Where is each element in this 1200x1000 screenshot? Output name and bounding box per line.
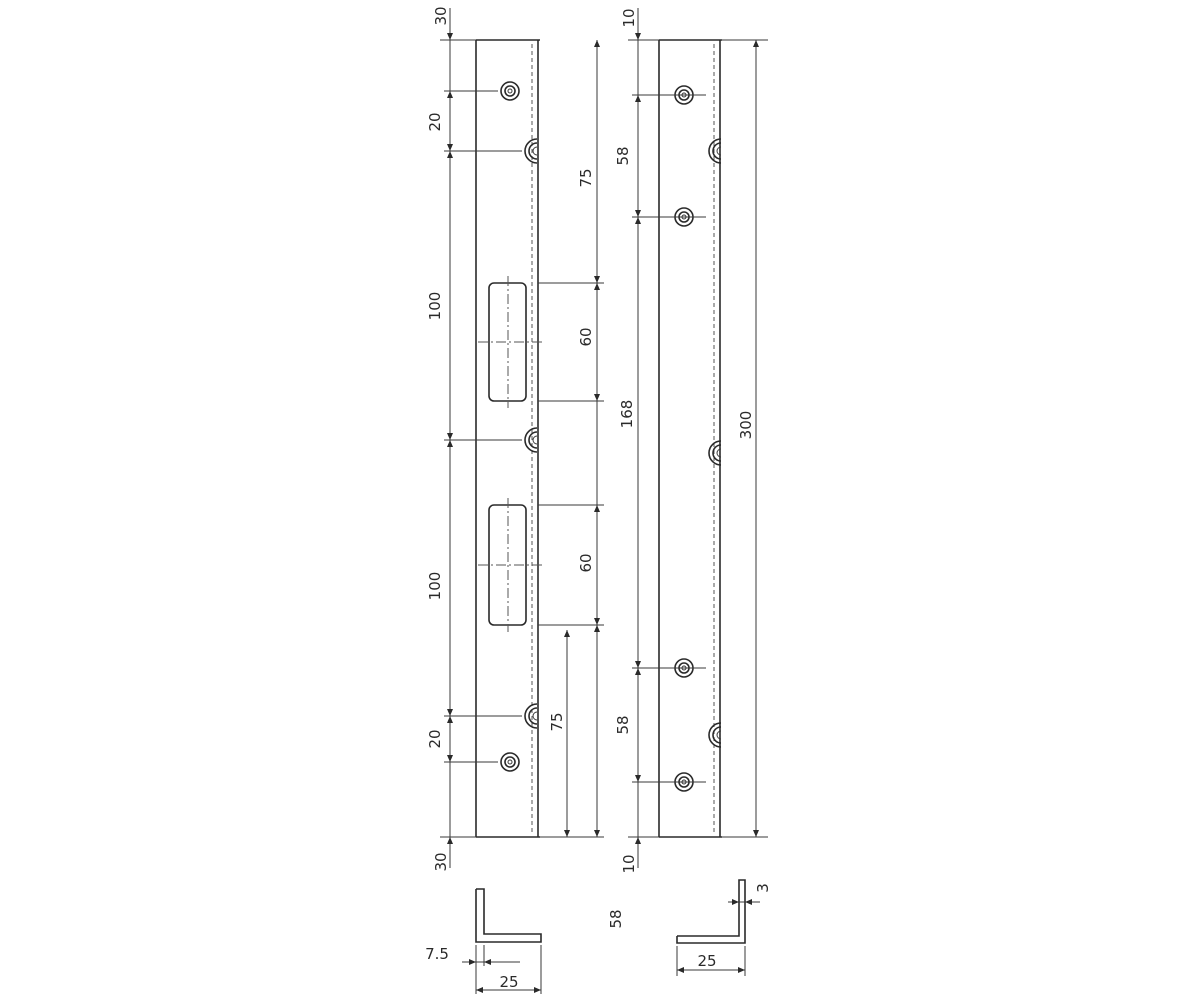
dim-right-middle: 168	[618, 400, 636, 429]
right-l-profile-shape	[676, 879, 746, 944]
right-leader-lines	[628, 39, 768, 838]
left-leader-lines	[440, 39, 604, 838]
section-left-profile: 7.5 25	[425, 888, 542, 994]
right-dimension-lines	[637, 8, 757, 868]
bushing-hole-icon	[500, 752, 520, 772]
left-slot-top	[478, 276, 545, 408]
dim-left-slot-top: 60	[577, 327, 595, 346]
dim-right-pitch-top: 58	[614, 146, 632, 165]
left-slot-bottom	[478, 498, 545, 632]
left-strike-plate: 30 30 20 100 100 20 75 60 60 75	[426, 6, 604, 872]
dim-left-right-top: 75	[577, 168, 595, 187]
dim-left-span-bottom: 100	[426, 572, 444, 601]
countersunk-notch-icon	[524, 427, 538, 453]
dim-section-right-width: 25	[697, 952, 716, 970]
left-dimension-arrows	[447, 33, 600, 844]
section-right-profile: 3 25	[676, 879, 772, 976]
bushing-hole-icon	[500, 81, 520, 101]
dim-right-pitch-bottom: 58	[614, 715, 632, 734]
dim-left-slot-bottom: 60	[577, 553, 595, 572]
right-angle-plate: 10 10 58 168 58 300	[614, 8, 768, 874]
section-middle-label: 58	[607, 909, 625, 928]
left-l-profile-shape	[475, 888, 542, 943]
dim-left-span-top: 100	[426, 292, 444, 321]
dim-left-gap-bottom: 20	[426, 729, 444, 748]
countersunk-notch-icon	[524, 703, 538, 729]
dim-section-right-thickness: 3	[754, 883, 772, 893]
dim-left-right-bottom: 75	[548, 712, 566, 731]
countersunk-notch-icon	[524, 138, 538, 164]
dim-left-top-end: 30	[432, 6, 450, 25]
dim-right-overall: 300	[737, 411, 755, 440]
right-dimension-arrows	[635, 33, 759, 844]
dim-section-left-offset: 7.5	[425, 945, 449, 963]
dim-left-gap-top: 20	[426, 112, 444, 131]
dim-left-bottom-end: 30	[432, 852, 450, 871]
dim-section-left-width: 25	[499, 973, 518, 991]
dim-right-top-end: 10	[620, 8, 638, 27]
dim-right-bottom-end: 10	[620, 854, 638, 873]
left-dimension-lines	[449, 8, 598, 868]
